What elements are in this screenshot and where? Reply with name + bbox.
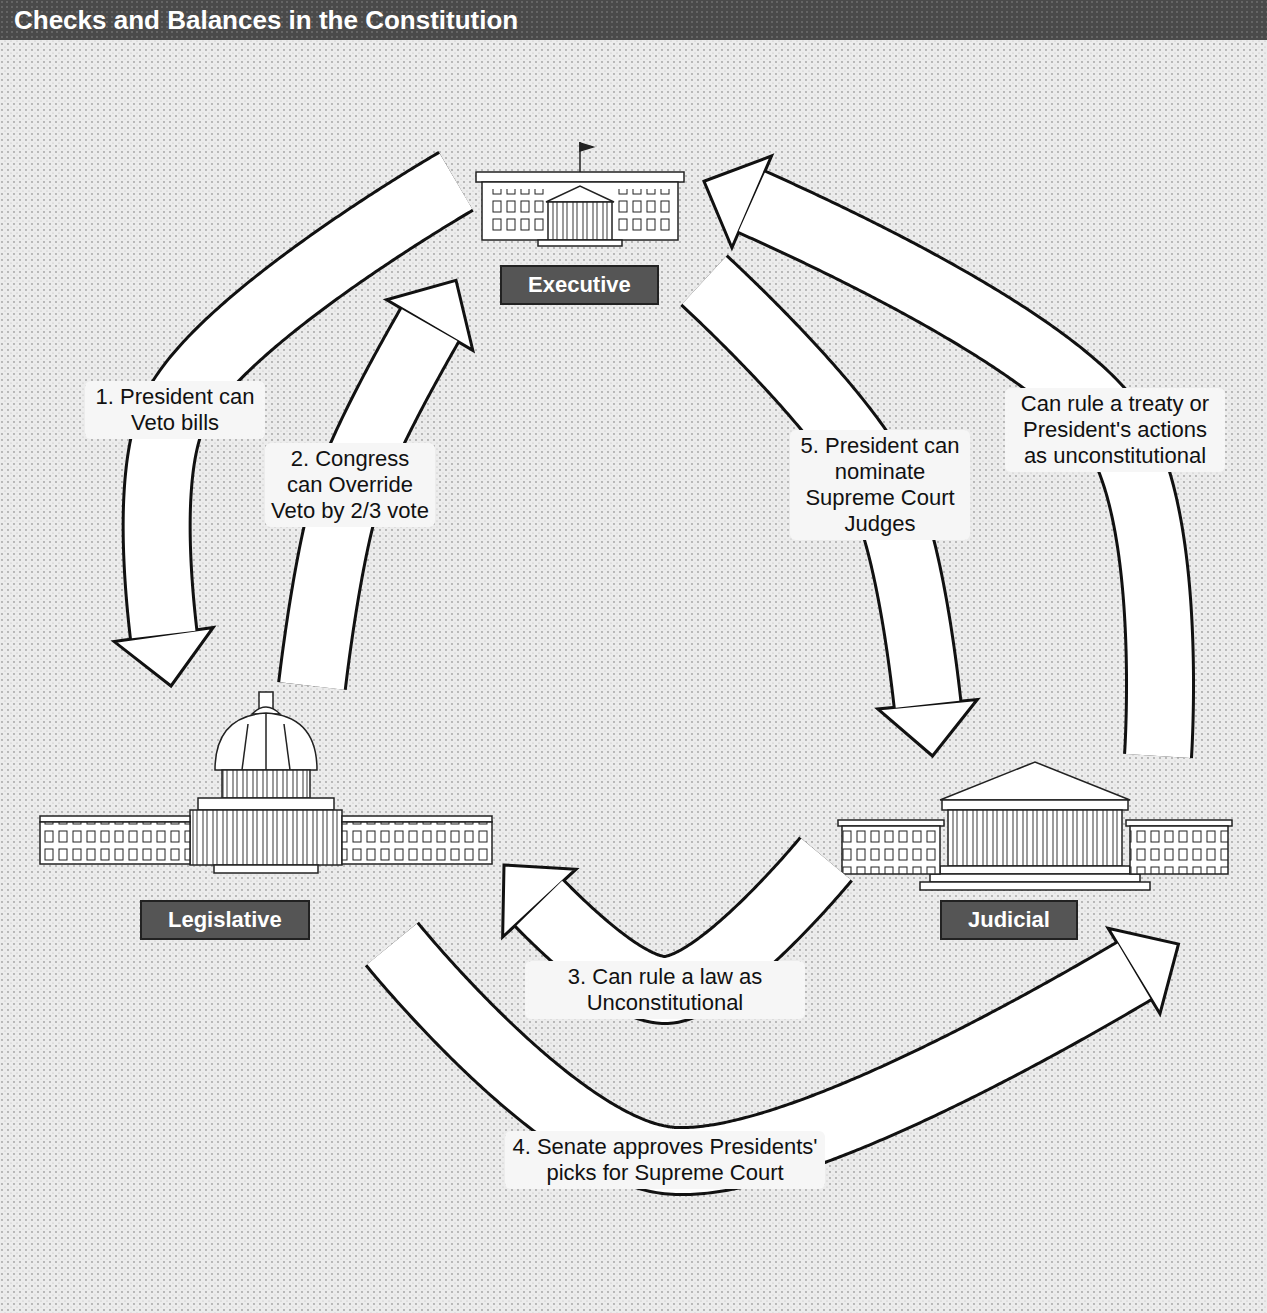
windows [488,189,544,235]
arrow-label-holder: 5. President can nominate Supreme Court … [790,430,970,540]
drum-base [198,798,334,810]
arrow-label: 4. Senate approves Presidents' picks for… [505,1131,825,1189]
diagram-title: Checks and Balances in the Constitution [14,5,518,36]
arrow-label-holder: 1. President can Veto bills [85,381,265,439]
steps [538,240,622,246]
steps [214,865,318,873]
arrow-band [752,202,1160,756]
arrow-label: 1. President can Veto bills [85,381,265,439]
windows [616,189,672,235]
check-arrow [392,928,1179,1161]
branch-label: Legislative [140,900,310,940]
wing-cornice [342,816,492,822]
arrow-head [114,627,213,686]
base [940,866,1130,874]
portico-pediment [546,186,614,202]
branch-node: Executive [460,140,700,305]
check-arrow [704,280,977,756]
branch-node: Legislative [30,690,500,940]
dome-drum [222,770,310,798]
steps [930,874,1140,882]
white-house-illustration [476,142,684,246]
arrow-band [392,944,1134,1161]
wing [1130,826,1228,874]
dome-rib [242,724,248,770]
branch-label: Executive [500,265,659,305]
entablature [942,800,1128,810]
arrow-label-holder: 3. Can rule a law as Unconstitutional [525,961,805,1019]
wing [842,826,940,874]
title-bar [0,0,1267,40]
arrow-label-holder: 2. Congress can Override Veto by 2/3 vot… [265,443,435,527]
roof-line [476,172,684,182]
steps [920,882,1150,890]
wing [40,822,190,864]
branch-label: Judicial [940,900,1078,940]
arrow-label: 2. Congress can Override Veto by 2/3 vot… [265,443,435,527]
arrow-label: Can rule a treaty or President's actions… [1005,388,1225,472]
capitol-illustration [40,692,492,873]
wing-cornice [1126,820,1232,826]
arrow-band-outline [752,202,1160,756]
arrow-band-outline [392,944,1134,1161]
wing [342,822,492,864]
wing-cornice [40,816,190,822]
pediment [940,762,1130,800]
dome-rib [284,724,290,770]
facade [482,182,678,240]
central-block [190,810,342,865]
dome [215,713,317,770]
flag [580,143,593,151]
arrow-label-holder: Can rule a treaty or President's actions… [1005,388,1225,472]
title-holder: Checks and Balances in the Constitution [14,5,518,36]
colonnade [948,810,1122,866]
wing-cornice [838,820,944,826]
arrow-label: 5. President can nominate Supreme Court … [790,430,970,540]
dome-rib [265,714,267,770]
portico-columns [548,202,612,240]
branch-node: Judicial [830,760,1240,940]
arrow-head [878,699,978,756]
arrow-label-holder: 4. Senate approves Presidents' picks for… [505,1131,825,1189]
supreme-court-illustration [838,762,1232,890]
arrow-label: 3. Can rule a law as Unconstitutional [525,961,805,1019]
